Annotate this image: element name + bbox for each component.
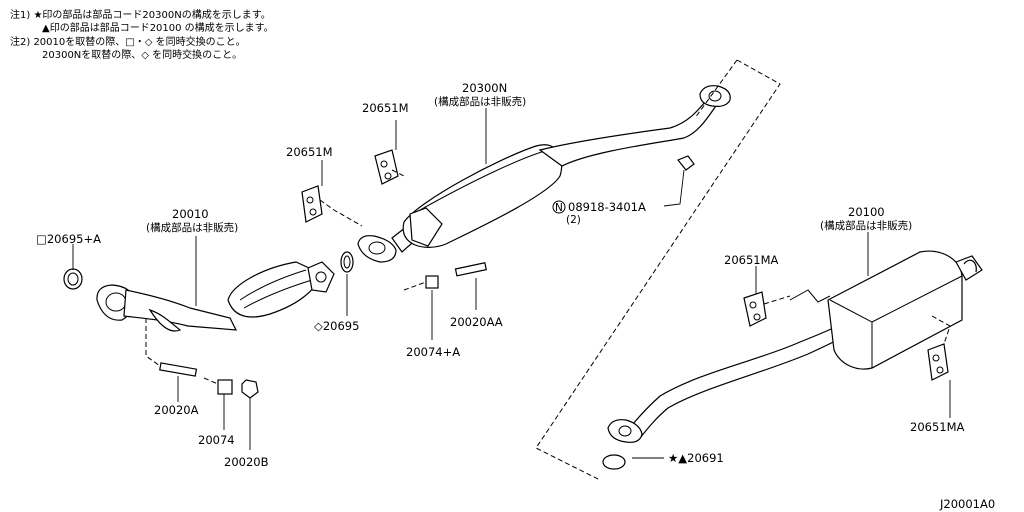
label-20651MA-top: 20651MA xyxy=(724,253,779,267)
note-2-sub: 20300Nを取替の際、◇ を同時交換のこと。 xyxy=(42,50,243,61)
label-20100-note: (構成部品は非販売) xyxy=(820,219,912,232)
catalytic-converter-20010 xyxy=(96,261,335,332)
label-20010: 20010 xyxy=(172,207,209,221)
center-muffler-20300N xyxy=(357,85,731,263)
stud-20020AA xyxy=(454,262,487,277)
mounting-rubber-20651M-left xyxy=(301,185,323,223)
label-20651MA-right: 20651MA xyxy=(910,420,965,434)
main-muffler-20100 xyxy=(607,250,983,443)
nut-20074A xyxy=(425,275,439,289)
nut-20020B xyxy=(241,379,259,399)
mounting-rubber-20651M-top xyxy=(374,149,399,185)
label-20100: 20100 xyxy=(848,205,885,219)
label-20074: 20074 xyxy=(198,433,235,447)
note-1-sub: ▲印の部品は部品コード20100 の構成を示します。 xyxy=(42,23,274,34)
gasket-20691 xyxy=(602,454,626,470)
label-20651M-top: 20651M xyxy=(362,101,409,115)
label-20020A: 20020A xyxy=(154,403,199,417)
label-20651M-left: 20651M xyxy=(286,145,333,159)
label-08918-3401A: 08918-3401A xyxy=(568,200,646,214)
mounting-rubber-20651MA-right xyxy=(927,343,949,381)
label-20300N-note: (構成部品は非販売) xyxy=(434,95,526,108)
mounting-rubber-20651MA-top xyxy=(743,291,767,327)
nut-20074 xyxy=(217,379,233,395)
note-2: 注2) 20010を取替の際、□・◇ を同時交換のこと。 xyxy=(10,37,246,48)
leader-lines xyxy=(72,108,951,459)
label-20300N: 20300N xyxy=(462,81,507,95)
label-20010-note: (構成部品は非販売) xyxy=(146,221,238,234)
gasket-20695A xyxy=(63,268,83,290)
label-08918-qty: (2) xyxy=(566,214,581,226)
note-1: 注1) ★印の部品は部品コード20300Nの構成を示します。 xyxy=(10,10,271,21)
stud-20020A xyxy=(159,362,198,377)
label-20074A: 20074+A xyxy=(406,345,460,359)
gasket-20695 xyxy=(340,251,354,273)
label-20020AA: 20020AA xyxy=(450,315,503,329)
label-20695: ◇20695 xyxy=(314,319,359,333)
label-20691: ★▲20691 xyxy=(668,451,724,465)
n-circle-icon xyxy=(552,200,566,214)
label-08918-prefix: N xyxy=(555,202,563,214)
diagram-id: J20001A0 xyxy=(939,497,995,511)
label-20695A: □20695+A xyxy=(36,232,101,246)
label-20020B: 20020B xyxy=(224,455,269,469)
nut-08918-3401A xyxy=(677,155,695,171)
assembly-dash-lines xyxy=(145,59,951,481)
